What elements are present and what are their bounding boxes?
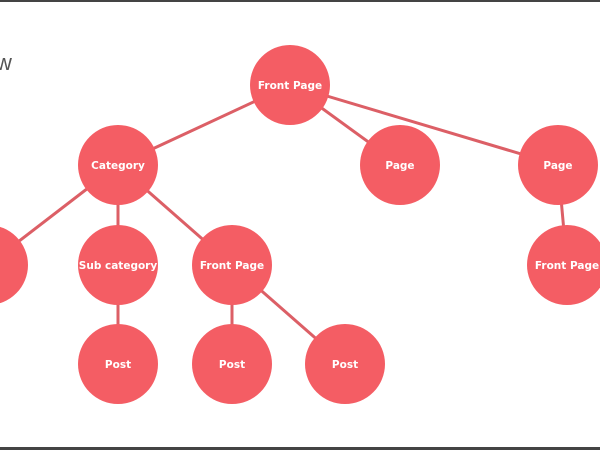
node-post1: Post: [78, 324, 158, 404]
node-label: Front Page: [535, 260, 599, 272]
node-label: Page: [543, 160, 572, 172]
node-label: Front Page: [258, 80, 322, 92]
node-circle: [527, 225, 600, 305]
node-post2: Post: [192, 324, 272, 404]
node-label: Category: [91, 160, 145, 172]
edge-root-page2: [289, 83, 559, 167]
node-label: Post: [219, 359, 245, 371]
node-label: Post: [332, 359, 358, 371]
slide-title-fragment: w: [0, 50, 12, 75]
node-label: Post: [105, 359, 131, 371]
node-circle: [305, 324, 385, 404]
window-top-border: [0, 0, 600, 2]
node-subcat: Sub category: [78, 225, 158, 305]
node-circle: [78, 324, 158, 404]
node-circle: [0, 226, 28, 304]
node-circle: [78, 225, 158, 305]
node-fp2: Front Page: [192, 225, 272, 305]
node-page1: Page: [360, 125, 440, 205]
node-root: Front Page: [250, 45, 330, 125]
window-bottom-border: [0, 447, 600, 450]
node-circle: [518, 125, 598, 205]
node-circle: [250, 45, 330, 125]
node-circle: [78, 125, 158, 205]
node-label: Page: [385, 160, 414, 172]
node-circle: [360, 125, 440, 205]
node-category: Category: [78, 125, 158, 205]
node-label: Front Page: [200, 260, 264, 272]
node-circle: [192, 225, 272, 305]
node-left: [0, 226, 28, 304]
node-circle: [192, 324, 272, 404]
node-fp3: Front Page: [527, 225, 600, 305]
node-label: Sub category: [79, 260, 158, 272]
node-page2: Page: [518, 125, 598, 205]
node-post3: Post: [305, 324, 385, 404]
